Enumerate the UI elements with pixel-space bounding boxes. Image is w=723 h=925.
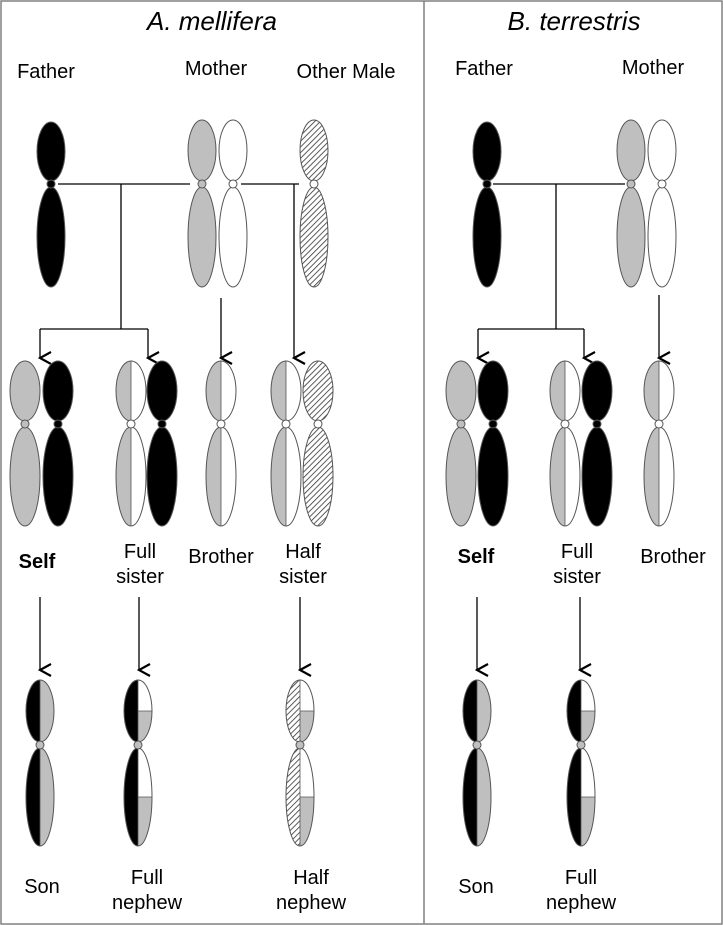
label-mother: Mother: [184, 58, 248, 80]
brother-chromosome: [205, 360, 237, 527]
other-male-chromosome: [299, 119, 329, 288]
panel-title-a-mellifera: A. mellifera: [146, 6, 278, 36]
son-chromosome-2: [462, 679, 492, 847]
half-sister-chromosome-maternal: [270, 360, 302, 527]
mother-chromosome-b: [218, 119, 248, 288]
label-father-2: Father: [455, 58, 513, 80]
mother-chromosome-a: [187, 119, 217, 288]
label-brother: Brother: [188, 546, 254, 568]
full-nephew-chromosome: [123, 679, 153, 847]
label-other-male: Other Male: [296, 61, 396, 83]
father-chromosome-2: [472, 121, 502, 288]
chromosomes: [9, 119, 677, 847]
full-sister-chromosome-paternal-2: [581, 360, 613, 527]
panel-title-b-terrestris: B. terrestris: [507, 6, 641, 36]
mother-chromosome-b-2: [647, 119, 677, 288]
self-chromosome-paternal-2: [477, 360, 509, 527]
full-sister-chromosome-maternal: [115, 360, 147, 527]
label-mother-2: Mother: [621, 57, 685, 79]
half-sister-chromosome-paternal: [302, 360, 334, 527]
father-chromosome: [36, 121, 66, 288]
label-son: Son: [24, 876, 60, 898]
half-nephew-chromosome: [285, 679, 315, 847]
self-chromosome-maternal: [9, 360, 41, 527]
label-self: Self: [18, 551, 56, 573]
mother-chromosome-a-2: [616, 119, 646, 288]
label-son-2: Son: [458, 876, 494, 898]
full-nephew-chromosome-2: [566, 679, 596, 847]
self-chromosome-paternal: [42, 360, 74, 527]
full-sister-chromosome-paternal: [146, 360, 178, 527]
label-father: Father: [17, 61, 75, 83]
full-sister-chromosome-maternal-2: [549, 360, 581, 527]
self-chromosome-maternal-2: [445, 360, 477, 527]
label-self-2: Self: [457, 546, 495, 568]
son-chromosome: [25, 679, 55, 847]
label-brother-2: Brother: [640, 546, 706, 568]
brother-chromosome-2: [643, 360, 675, 527]
connector-lines: [40, 183, 659, 670]
